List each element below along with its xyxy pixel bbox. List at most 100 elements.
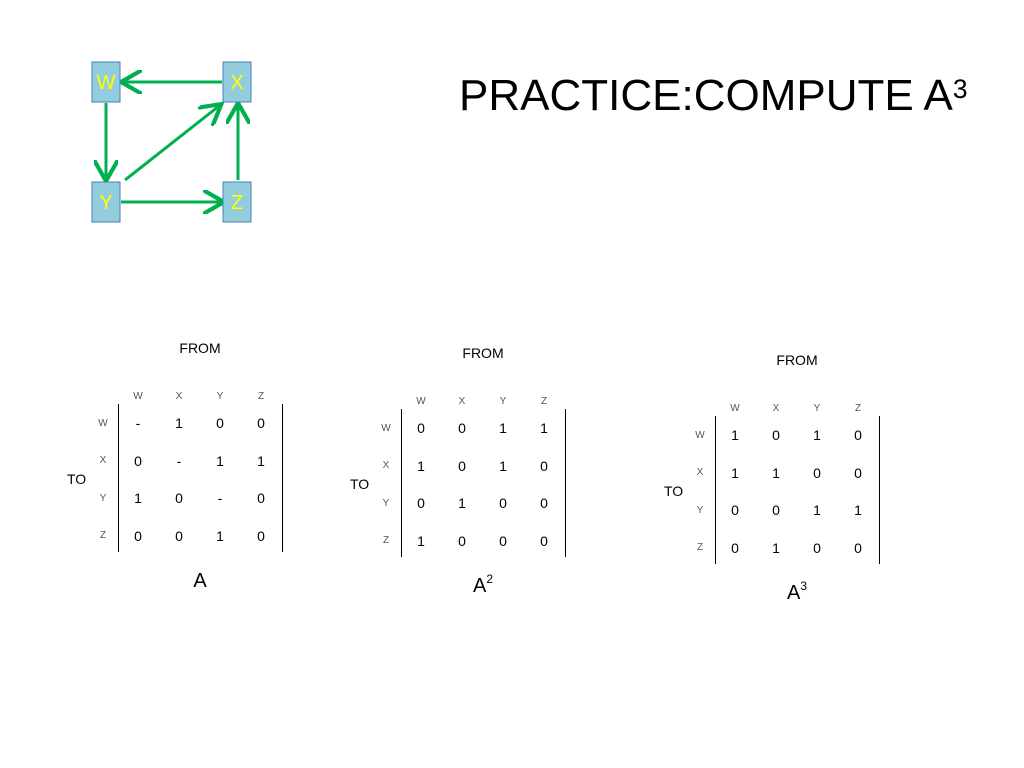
matrix-cell: 0 [772, 502, 780, 518]
matrix-cell: - [135, 415, 141, 431]
row-header: Z [696, 542, 704, 553]
matrix-label-base: A [193, 570, 207, 592]
col-header: Y [216, 391, 224, 402]
matrix-cell: 0 [175, 528, 183, 544]
matrix-right-bar [565, 409, 566, 557]
matrix-cell: 0 [499, 495, 507, 511]
matrix-cell: 0 [458, 420, 466, 436]
row-header: Y [382, 498, 390, 509]
node-z: Z [222, 181, 252, 223]
matrix-cell: 0 [854, 427, 862, 443]
matrix-cell: 0 [134, 528, 142, 544]
row-header: Y [696, 505, 704, 516]
matrix-label-exponent: 2 [486, 572, 494, 586]
matrix-cell: 1 [499, 458, 507, 474]
matrix-cell: 1 [813, 427, 821, 443]
matrix-cell: - [217, 490, 223, 506]
col-header: Z [540, 396, 548, 407]
matrix-cell: 1 [772, 540, 780, 556]
matrix-cell: 0 [257, 490, 265, 506]
matrix-cell: 0 [854, 540, 862, 556]
node-y-label: Y [99, 192, 112, 214]
matrix-cell: - [176, 453, 182, 469]
matrix-cell: 0 [854, 465, 862, 481]
from-label: FROM [462, 345, 504, 361]
matrix-label: A2 [453, 572, 513, 598]
row-header: X [99, 455, 107, 466]
matrix-label-base: A [472, 575, 487, 597]
matrix-cell: 1 [257, 453, 265, 469]
col-header: X [458, 396, 466, 407]
from-label: FROM [776, 352, 818, 368]
row-header: W [98, 418, 108, 429]
col-header: Y [813, 403, 821, 414]
matrix-cell: 0 [813, 465, 821, 481]
matrix-cell: 0 [216, 415, 224, 431]
col-header: Z [257, 391, 265, 402]
col-header: W [730, 403, 740, 414]
node-w-label: W [97, 72, 116, 94]
matrix-cell: 1 [813, 502, 821, 518]
row-header: Z [99, 530, 107, 541]
matrix-cell: 1 [731, 465, 739, 481]
matrix-cell: 0 [499, 533, 507, 549]
matrix-left-bar [401, 409, 402, 557]
slide-title: PRACTICE:COMPUTE A3 [459, 70, 968, 122]
matrix-cell: 0 [540, 495, 548, 511]
matrix-left-bar [715, 416, 716, 564]
matrix-a: FROM TO W X Y Z W X Y Z - 1 0 0 0 - 1 1 … [60, 338, 300, 598]
matrix-cell: 0 [417, 495, 425, 511]
title-exponent: 3 [952, 74, 968, 105]
to-label: TO [67, 471, 87, 487]
col-header: W [416, 396, 426, 407]
row-header: Y [99, 493, 107, 504]
matrix-cell: 0 [813, 540, 821, 556]
matrix-cell: 1 [772, 465, 780, 481]
edge-y-to-x [124, 106, 219, 182]
row-header: X [696, 467, 704, 478]
matrix-cell: 0 [731, 502, 739, 518]
matrix-right-bar [282, 404, 283, 552]
matrix-cell: 0 [175, 490, 183, 506]
matrix-cell: 1 [458, 495, 466, 511]
matrix-left-bar [118, 404, 119, 552]
matrix-cell: 1 [417, 458, 425, 474]
matrix-cell: 1 [175, 415, 183, 431]
title-text: PRACTICE:COMPUTE A [459, 71, 953, 120]
to-label: TO [350, 476, 370, 492]
matrix-label-base: A [786, 582, 801, 604]
matrix-cell: 0 [772, 427, 780, 443]
matrix-cell: 1 [854, 502, 862, 518]
row-header: Z [382, 535, 390, 546]
matrix-right-bar [879, 416, 880, 564]
row-header: X [382, 460, 390, 471]
matrix-cell: 1 [540, 420, 548, 436]
row-header: W [695, 430, 705, 441]
node-z-label: Z [231, 192, 243, 214]
matrix-cell: 0 [134, 453, 142, 469]
node-x-label: X [230, 72, 243, 94]
matrix-cell: 1 [216, 528, 224, 544]
matrix-cell: 0 [540, 533, 548, 549]
col-header: Y [499, 396, 507, 407]
matrix-cell: 0 [417, 420, 425, 436]
matrix-a-cubed: FROM TO W X Y Z W X Y Z 1 0 1 0 1 1 0 0 … [657, 350, 897, 610]
matrix-cell: 0 [458, 458, 466, 474]
col-header: X [175, 391, 183, 402]
matrix-cell: 1 [731, 427, 739, 443]
matrix-label: A [170, 570, 230, 593]
matrix-a-squared: FROM TO W X Y Z W X Y Z 0 0 1 1 1 0 1 0 … [343, 343, 583, 603]
matrix-cell: 0 [731, 540, 739, 556]
matrix-cell: 1 [499, 420, 507, 436]
node-y: Y [91, 181, 121, 223]
col-header: W [133, 391, 143, 402]
col-header: Z [854, 403, 862, 414]
matrix-cell: 0 [458, 533, 466, 549]
col-header: X [772, 403, 780, 414]
matrix-cell: 0 [257, 415, 265, 431]
matrix-label: A3 [767, 579, 827, 605]
directed-graph: W X Y Z [91, 61, 252, 223]
node-x: X [222, 61, 252, 103]
matrix-cell: 1 [216, 453, 224, 469]
to-label: TO [664, 483, 684, 499]
